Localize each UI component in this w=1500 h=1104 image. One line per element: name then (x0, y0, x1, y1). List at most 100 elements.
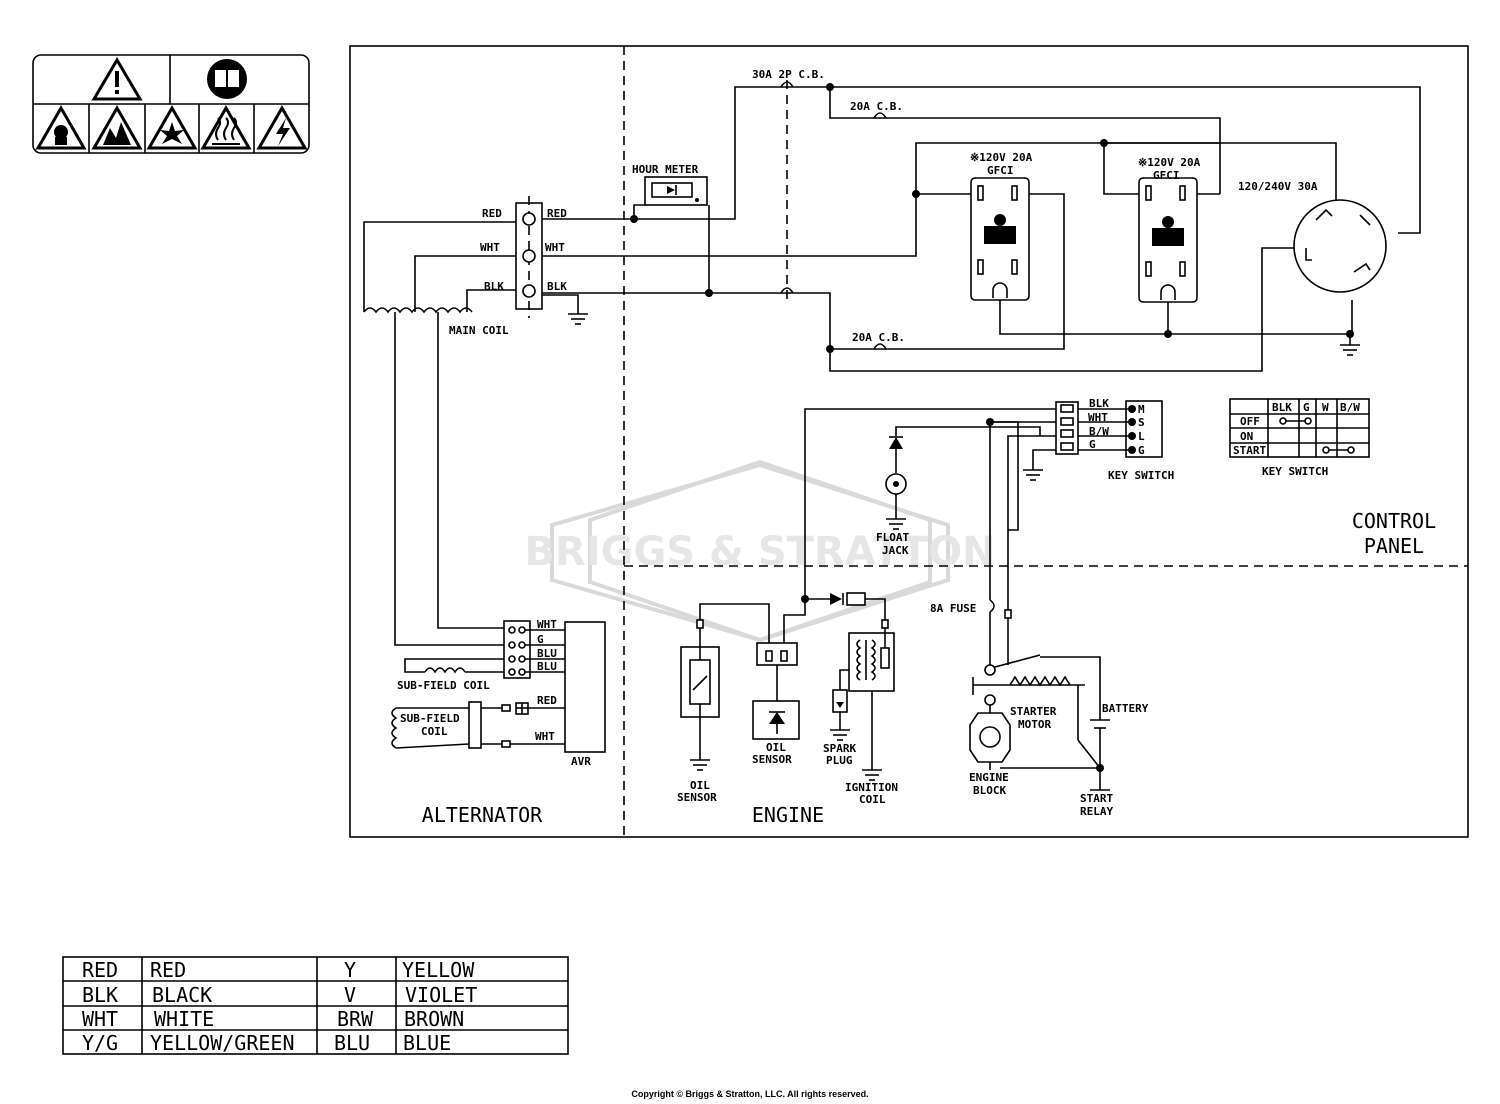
legend-name-brown: BROWN (404, 1007, 464, 1031)
start-relay-label-1: START (1080, 792, 1113, 805)
terminal-red-label: RED (547, 207, 567, 220)
gfci-2-rating: ※120V 20A (1138, 156, 1201, 169)
avr-blu-label-1: BLU (537, 647, 557, 660)
cb-30a-label: 30A 2P C.B. (752, 68, 825, 81)
sub-field-label-1: SUB-FIELD (400, 712, 460, 725)
oil-sensor-2-label-2: SENSOR (752, 753, 792, 766)
kst-header-g: G (1303, 401, 1310, 414)
legend-abbr-red: RED (82, 958, 118, 982)
terminal-wht-label: WHT (545, 241, 565, 254)
junction-dots (630, 83, 1354, 353)
kst-header-w: W (1322, 401, 1329, 414)
engine-block-label-2: BLOCK (973, 784, 1006, 797)
ks-g-terminal-label: G (1138, 444, 1145, 457)
spark-plug (830, 689, 850, 741)
battery-label: BATTERY (1102, 702, 1149, 715)
oil-sensor-1-label-1: OIL (690, 779, 710, 792)
legend-name-yellow-green: YELLOW/GREEN (150, 1031, 295, 1055)
main-coil-label: MAIN COIL (449, 324, 509, 337)
float-jack-label-1: FLOAT (876, 531, 909, 544)
terminal-blk-label: BLK (547, 280, 567, 293)
spark-plug-label-2: PLUG (826, 754, 853, 767)
float-jack (885, 436, 907, 530)
kst-row-on: ON (1240, 430, 1253, 443)
avr-label: AVR (571, 755, 591, 768)
legend-name-black: BLACK (152, 983, 212, 1007)
spark-plug-label-1: SPARK (823, 742, 856, 755)
sub-field-wht-label: WHT (535, 730, 555, 743)
toxic-fumes-icon (35, 104, 87, 150)
color-legend (62, 956, 569, 1055)
circuit-breaker-20a-lower (873, 343, 887, 350)
twist-lock-label: 120/240V 30A (1238, 180, 1318, 193)
starter-motor (969, 694, 1011, 770)
section-panel-label: PANEL (1364, 534, 1424, 558)
avr-wht-label: WHT (537, 618, 557, 631)
hot-surface-icon (200, 104, 252, 150)
hour-meter-label: HOUR METER (632, 163, 699, 176)
wire-wht-label: WHT (480, 241, 500, 254)
legend-name-white: WHITE (154, 1007, 214, 1031)
sub-field-label-2: COIL (421, 725, 448, 738)
kst-row-start: START (1233, 444, 1266, 457)
legend-name-violet: VIOLET (405, 983, 477, 1007)
ks-bw-label: B/W (1089, 425, 1109, 438)
engine-wiring (699, 595, 830, 645)
wiring (542, 80, 1421, 372)
ignition-coil-label-1: IGNITION (845, 781, 898, 794)
wire-blk-label: BLK (484, 280, 504, 293)
engine-block-label-1: ENGINE (969, 771, 1009, 784)
ignition-coil (839, 628, 895, 781)
ks-g-label: G (1089, 438, 1096, 451)
ks-m-label: M (1138, 403, 1145, 416)
cb-20a-lower-label: 20A C.B. (852, 331, 905, 344)
circuit-breaker-30a (780, 81, 794, 294)
key-switch-wiring (804, 408, 1056, 610)
ground-symbol (1023, 469, 1043, 481)
sub-field-red-label: RED (537, 694, 557, 707)
fire-icon (91, 104, 143, 150)
watermark-text: BRIGGS & STRATTON (524, 529, 995, 575)
sub-field-coil-upper (404, 658, 504, 674)
cb-20a-upper-label: 20A C.B. (850, 100, 903, 113)
oil-sensor-1-label-2: SENSOR (677, 791, 717, 804)
fuse-8a (989, 599, 1012, 665)
key-switch-label: KEY SWITCH (1108, 469, 1174, 482)
ks-wht-label: WHT (1088, 411, 1108, 424)
ks-l-label: L (1138, 430, 1145, 443)
legend-abbr-blk: BLK (82, 983, 118, 1007)
kst-header-blk: BLK (1272, 401, 1292, 414)
avr-blu-label-2: BLU (537, 660, 557, 673)
legend-abbr-brw: BRW (337, 1007, 374, 1031)
kst-row-off: OFF (1240, 415, 1260, 428)
gfci-1-label: GFCI (987, 164, 1014, 177)
section-control-label: CONTROL (1352, 509, 1436, 533)
main-coil (363, 221, 516, 646)
gfci-outlet-2 (1138, 177, 1198, 303)
ground-symbol (568, 313, 588, 325)
avr-module (503, 620, 606, 753)
wire-red-label: RED (482, 207, 502, 220)
watermark: BRIGGS & STRATTON (524, 459, 996, 643)
twist-lock-outlet (1293, 199, 1387, 293)
gfci-outlet-1 (970, 177, 1030, 301)
sub-field-coil-lower (391, 701, 565, 749)
warning-icon (91, 57, 143, 101)
fuse-8a-label: 8A FUSE (930, 602, 976, 615)
kst-label: KEY SWITCH (1262, 465, 1328, 478)
legend-abbr-wht: WHT (82, 1007, 118, 1031)
starter-relay-circuit (972, 654, 1110, 791)
key-switch-table (1229, 398, 1370, 458)
ks-blk-label: BLK (1089, 397, 1109, 410)
legend-abbr-y: Y (344, 958, 356, 982)
hour-meter (644, 176, 708, 206)
oil-sensor-2-label-1: OIL (766, 741, 786, 754)
avr-g-label: G (537, 633, 544, 646)
float-jack-label-2: JACK (882, 544, 909, 557)
legend-abbr-v: V (344, 983, 356, 1007)
legend-abbr-blu: BLU (334, 1031, 370, 1055)
section-alternator-label: ALTERNATOR (422, 803, 543, 827)
legend-name-red: RED (150, 958, 186, 982)
section-frames (349, 45, 1469, 838)
